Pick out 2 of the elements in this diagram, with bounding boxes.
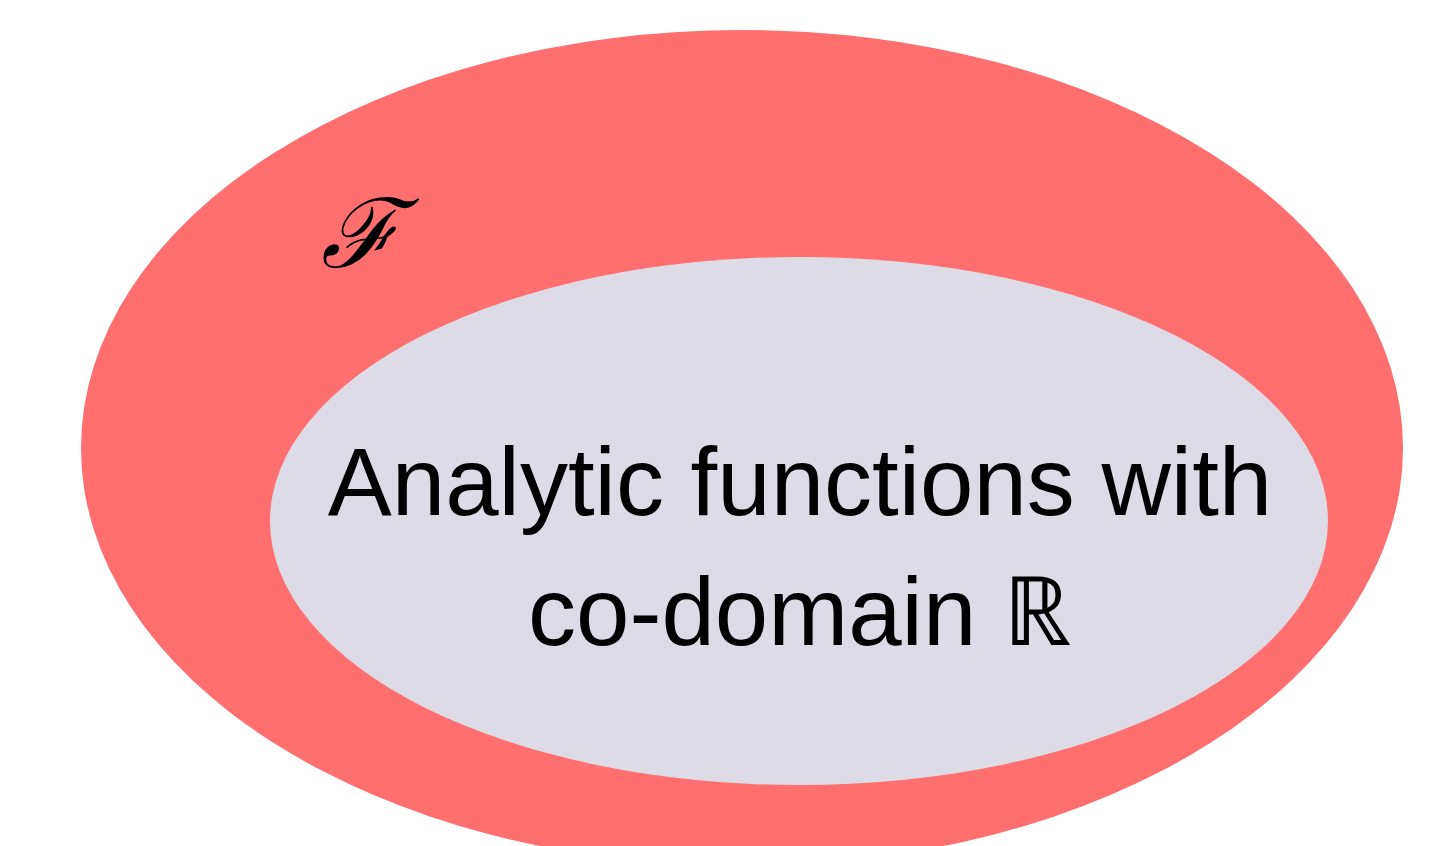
set-label: Analytic functions with co-domain ℝ bbox=[326, 427, 1274, 667]
set-label: ℱ bbox=[321, 170, 441, 300]
